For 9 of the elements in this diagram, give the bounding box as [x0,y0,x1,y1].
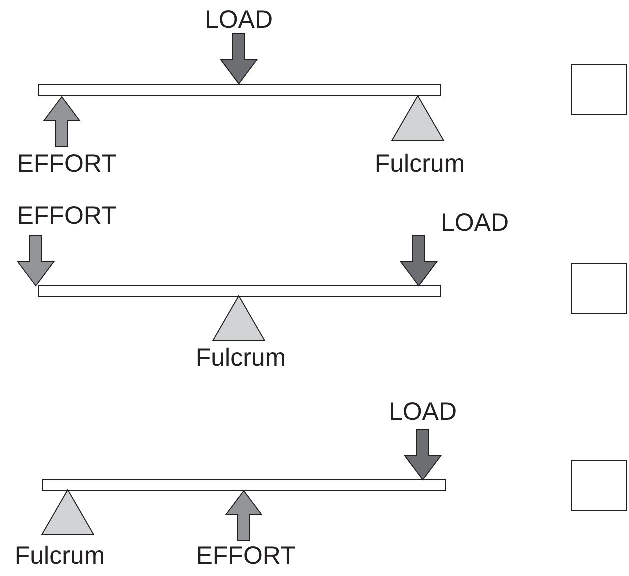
force-label: EFFORT [17,202,117,230]
force-label: LOAD [204,6,274,34]
force-label: Fulcrum [14,542,106,570]
force-label: LOAD [388,398,458,426]
force-label: Fulcrum [196,344,286,372]
force-label: LOAD [440,209,510,237]
force-label: EFFORT [17,150,117,178]
force-label: EFFORT [196,542,296,570]
force-label: Fulcrum [374,150,466,178]
